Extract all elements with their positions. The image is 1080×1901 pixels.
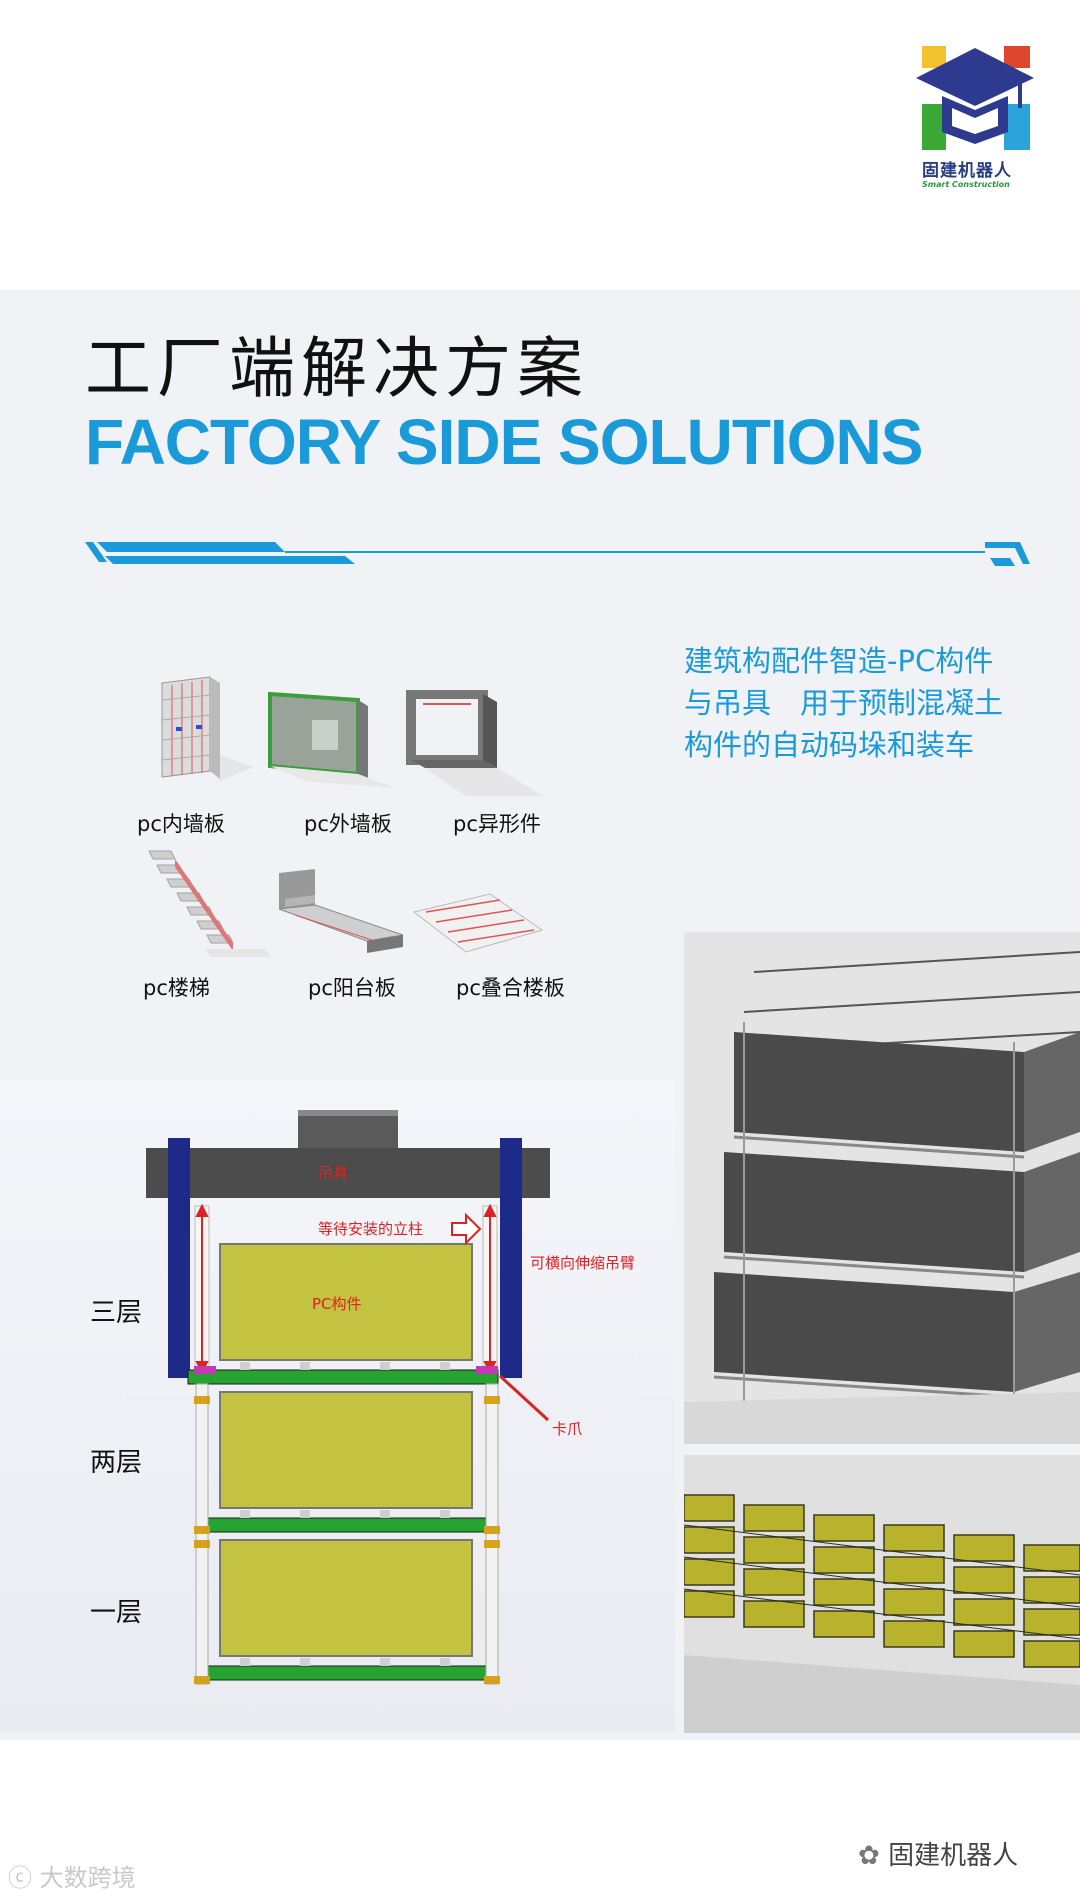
stacking-diagram: 吊具 等待安装的立柱 可横向伸缩吊臂 PC构件 卡爪 三层 两层 一层 bbox=[0, 1080, 675, 1732]
stacked-racks-render bbox=[684, 932, 1080, 1444]
stacking-drawing bbox=[146, 1110, 550, 1685]
logo-graduation-cap-icon bbox=[916, 46, 1034, 150]
solution-description: 建筑构配件智造-PC构件 与吊具 用于预制混凝土 构件的自动码垛和装车 bbox=[684, 640, 1044, 766]
stair-icon bbox=[148, 850, 271, 957]
watermark-logo-icon: ⓒ bbox=[8, 1864, 32, 1892]
post-label: 等待安装的立柱 bbox=[318, 1220, 424, 1238]
component-label: pc阳台板 bbox=[308, 976, 396, 1000]
special-shaped-part-icon bbox=[406, 690, 543, 796]
component-label: pc异形件 bbox=[453, 812, 541, 836]
page-title-cn: 工厂端解决方案 bbox=[85, 330, 589, 407]
yellow-stacks-render bbox=[684, 1455, 1080, 1733]
description-line: 建筑构配件智造-PC构件 bbox=[684, 644, 994, 678]
component-label: pc叠合楼板 bbox=[456, 976, 565, 1000]
title-divider bbox=[85, 542, 1030, 566]
watermark-right: ✿ 固建机器人 bbox=[858, 1835, 1018, 1872]
page-title-en: FACTORY SIDE SOLUTIONS bbox=[85, 406, 923, 478]
description-line: 与吊具 用于预制混凝土 bbox=[684, 686, 1004, 720]
wechat-icon: ✿ bbox=[858, 1841, 880, 1871]
component-label: pc内墙板 bbox=[137, 812, 225, 836]
yellow-stacks-drawing bbox=[684, 1455, 1080, 1733]
logo-name-cn: 固建机器人 bbox=[922, 161, 1012, 181]
description-line: 构件的自动码垛和装车 bbox=[684, 728, 975, 762]
claw-label: 卡爪 bbox=[552, 1420, 583, 1438]
racks-drawing bbox=[684, 932, 1080, 1444]
layer-label-first: 一层 bbox=[90, 1598, 143, 1628]
watermark-left: ⓒ 大数跨境 bbox=[8, 1858, 136, 1893]
watermark-left-text: 大数跨境 bbox=[39, 1864, 136, 1892]
watermark-right-text: 固建机器人 bbox=[888, 1841, 1019, 1871]
outer-wall-panel-icon bbox=[268, 691, 396, 788]
block-label: PC构件 bbox=[312, 1295, 362, 1313]
composite-floor-slab-icon bbox=[412, 893, 544, 953]
inner-wall-panel-icon bbox=[161, 676, 254, 781]
brand-logo: 固建机器人 Smart Construction bbox=[912, 44, 1038, 194]
component-label: pc楼梯 bbox=[143, 976, 210, 1000]
logo-name-en: Smart Construction bbox=[922, 180, 1010, 189]
balcony-slab-icon bbox=[278, 869, 404, 953]
arm-label: 可横向伸缩吊臂 bbox=[530, 1254, 636, 1272]
component-label: pc外墙板 bbox=[304, 812, 392, 836]
layer-label-second: 两层 bbox=[90, 1448, 143, 1478]
beam-label: 吊具 bbox=[318, 1164, 349, 1182]
layer-label-third: 三层 bbox=[90, 1298, 143, 1328]
